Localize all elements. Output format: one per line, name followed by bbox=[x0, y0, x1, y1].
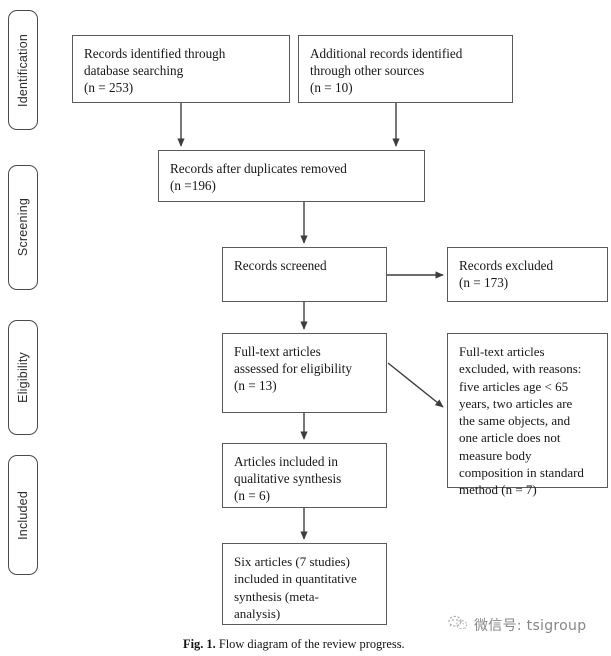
node-quantitative-synthesis: Six articles (7 studies) included in qua… bbox=[222, 543, 387, 625]
node-records-excluded-text: Records excluded (n = 173) bbox=[459, 258, 554, 291]
node-fulltext-assessed: Full-text articles assessed for eligibil… bbox=[222, 333, 387, 413]
stage-eligibility: Eligibility bbox=[8, 320, 38, 435]
node-qualitative-synthesis: Articles included in qualitative synthes… bbox=[222, 443, 387, 508]
figure-caption-text: Flow diagram of the review progress. bbox=[218, 637, 405, 651]
node-fulltext-excluded: Full-text articles excluded, with reason… bbox=[447, 333, 608, 497]
node-quantitative-synthesis-text: Six articles (7 studies) included in qua… bbox=[234, 554, 357, 621]
node-fulltext-excluded-text: Full-text articles excluded, with reason… bbox=[459, 344, 584, 498]
edge-fulltext-to-excluded bbox=[387, 362, 444, 408]
stage-included: Included bbox=[8, 455, 38, 575]
node-records-screened: Records screened bbox=[222, 247, 387, 302]
watermark-text: 微信号: tsigroup bbox=[474, 618, 587, 634]
wechat-icon bbox=[448, 615, 468, 635]
stage-screening: Screening bbox=[8, 165, 38, 290]
stage-included-label: Included bbox=[16, 490, 30, 540]
node-duplicates-removed: Records after duplicates removed (n =196… bbox=[158, 150, 425, 202]
watermark: 微信号: tsigroup bbox=[448, 615, 586, 635]
figure-caption-label: Fig. 1. bbox=[183, 637, 216, 651]
node-records-screened-text: Records screened bbox=[234, 258, 327, 273]
figure-caption: Fig. 1. Flow diagram of the review progr… bbox=[183, 637, 405, 652]
node-fulltext-assessed-text: Full-text articles assessed for eligibil… bbox=[234, 344, 352, 394]
node-database-records-text: Records identified through database sear… bbox=[84, 46, 226, 96]
node-qualitative-synthesis-text: Articles included in qualitative synthes… bbox=[234, 454, 342, 504]
node-duplicates-removed-text: Records after duplicates removed (n =196… bbox=[170, 161, 347, 194]
stage-screening-label: Screening bbox=[16, 198, 30, 257]
node-other-records-text: Additional records identified through ot… bbox=[310, 46, 463, 96]
stage-eligibility-label: Eligibility bbox=[16, 352, 30, 403]
stage-identification: Identification bbox=[8, 10, 38, 130]
node-records-excluded: Records excluded (n = 173) bbox=[447, 247, 608, 302]
node-other-records: Additional records identified through ot… bbox=[298, 35, 513, 103]
stage-identification-label: Identification bbox=[16, 33, 30, 107]
node-database-records: Records identified through database sear… bbox=[72, 35, 290, 103]
